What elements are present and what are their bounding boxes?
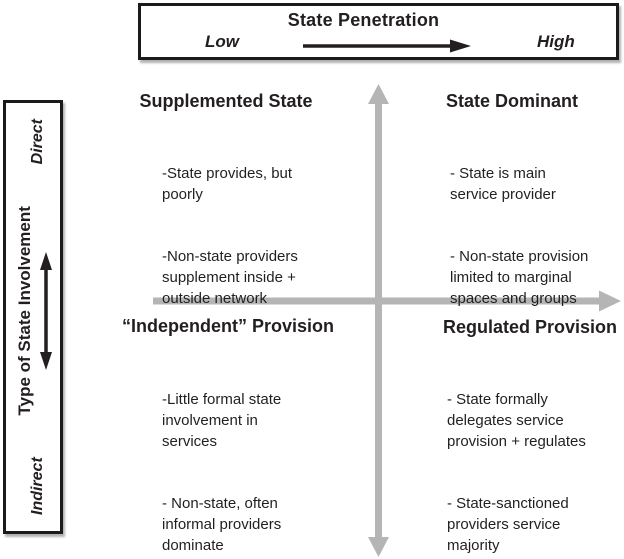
right-arrow-icon bbox=[303, 39, 471, 53]
bullet-point: - State-sanctioned providers service maj… bbox=[447, 495, 569, 554]
high-label: High bbox=[537, 32, 575, 51]
vertical-axis-arrow bbox=[368, 84, 389, 557]
quadrant-body-independent-provision: -Little formal state involvement in serv… bbox=[162, 368, 332, 559]
bullet-point: - Non-state provision limited to margina… bbox=[450, 248, 589, 307]
state-penetration-title: State Penetration bbox=[287, 10, 440, 30]
quadrant-body-supplemented-state: -State provides, but poorly -Non-state p… bbox=[162, 142, 332, 350]
quadrant-title-supplemented-state: Supplemented State bbox=[139, 91, 313, 111]
state-involvement-title: Type of State Involvement bbox=[15, 206, 34, 416]
quadrant-body-state-dominant: - State is main service provider - Non-s… bbox=[450, 142, 618, 350]
bullet-point: - State formally delegates service provi… bbox=[447, 391, 586, 450]
state-involvement-box: Indirect Type of State Involvement Direc… bbox=[3, 100, 63, 534]
bullet-point: -Little formal state involvement in serv… bbox=[162, 391, 282, 450]
quadrant-title-independent-provision: “Independent” Provision bbox=[121, 316, 335, 336]
state-penetration-box: State Penetration Low High bbox=[138, 3, 619, 60]
direct-label: Direct bbox=[29, 119, 46, 165]
quadrant-title-regulated-provision: Regulated Provision bbox=[442, 317, 618, 337]
quadrant-body-regulated-provision: - State formally delegates service provi… bbox=[447, 368, 619, 559]
indirect-label: Indirect bbox=[29, 457, 46, 515]
bullet-point: - State is main service provider bbox=[450, 165, 556, 203]
quadrant-title-state-dominant: State Dominant bbox=[445, 91, 578, 111]
state-involvement-rotated-strip: Indirect Type of State Involvement Direc… bbox=[6, 103, 60, 531]
low-label: Low bbox=[205, 32, 239, 51]
bullet-point: -Non-state providers supplement inside +… bbox=[162, 248, 298, 307]
bullet-point: - Non-state, often informal providers do… bbox=[162, 495, 282, 554]
bullet-point: -State provides, but poorly bbox=[162, 165, 293, 203]
double-arrow-icon bbox=[40, 251, 52, 370]
